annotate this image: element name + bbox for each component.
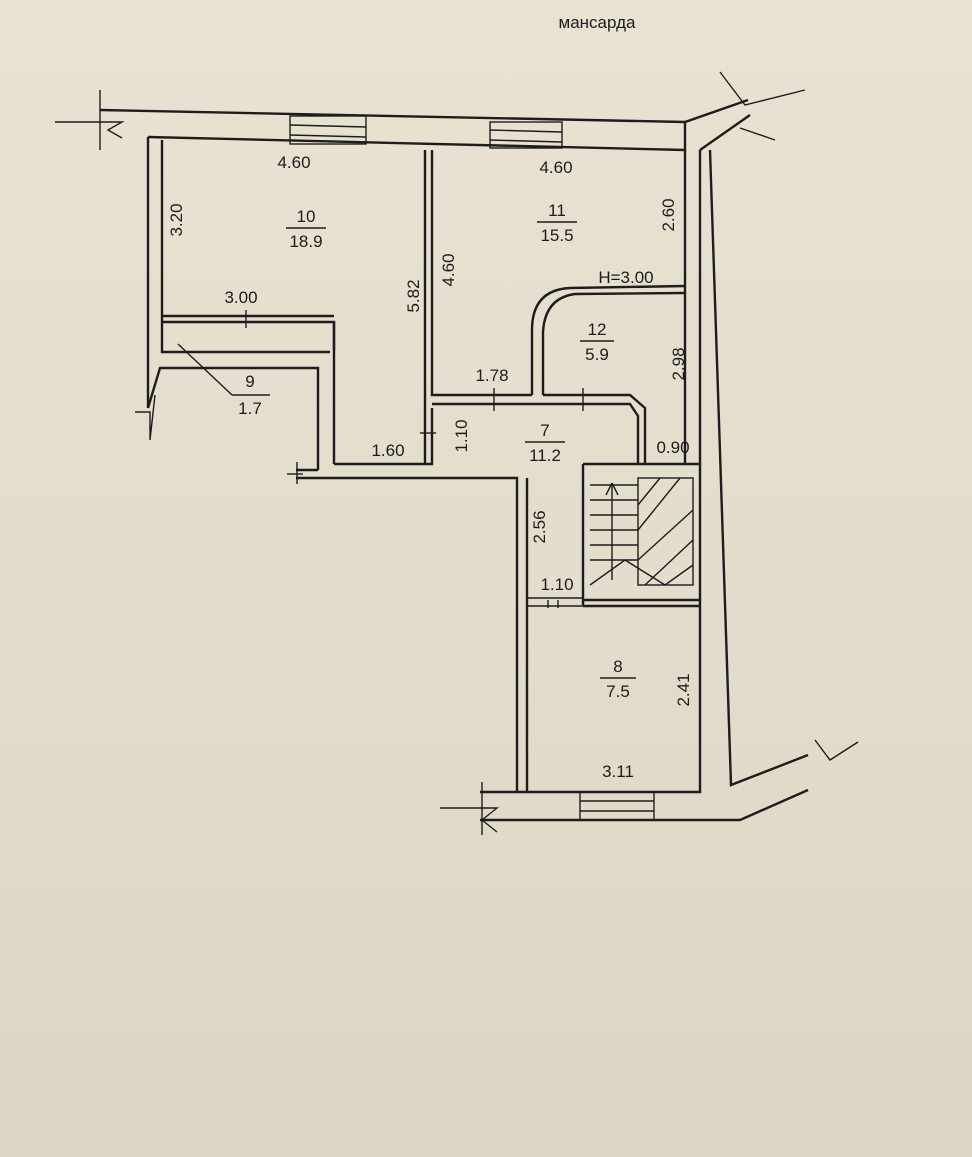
room-7-label: 7 11.2 (525, 421, 565, 465)
dim-room10-depth: 3.20 (167, 203, 186, 236)
dim-room10-length: 5.82 (404, 279, 423, 312)
break-bottom-right (814, 739, 859, 761)
svg-text:18.9: 18.9 (289, 232, 322, 251)
break-left (135, 394, 156, 441)
dim-room8-width: 3.11 (602, 762, 634, 781)
svg-text:11: 11 (548, 201, 566, 220)
window-room8 (579, 791, 655, 821)
room-8-label: 8 7.5 (600, 657, 636, 701)
svg-text:8: 8 (613, 657, 622, 676)
left-wall-inner (160, 140, 330, 354)
svg-text:7.5: 7.5 (606, 682, 630, 701)
svg-text:11.2: 11.2 (529, 446, 561, 465)
dim-room11-length: 4.60 (439, 253, 458, 286)
partition-7-top-2 (543, 393, 647, 464)
dim-room11-depth: 2.60 (659, 198, 678, 231)
right-top-corner (699, 114, 751, 151)
room-12-label: 12 5.9 (580, 320, 614, 364)
outer-walls (99, 98, 809, 822)
dim-room9-width: 3.00 (224, 288, 257, 307)
svg-text:9: 9 (245, 372, 254, 391)
svg-text:1.7: 1.7 (238, 399, 262, 418)
dim-stairs-width: 0.90 (656, 438, 689, 457)
door-ticks (245, 310, 584, 608)
dim-room7-top: 1.78 (475, 366, 508, 385)
top-wall-inner (147, 122, 687, 152)
svg-text:5.9: 5.9 (585, 345, 609, 364)
corridor-wall-outer (296, 476, 519, 792)
dim-room8-depth: 2.41 (674, 673, 693, 706)
dim-corridor-width: 1.60 (371, 441, 404, 460)
partition-7-top (432, 402, 640, 464)
room-9-label: 9 1.7 (177, 343, 270, 418)
svg-text:12: 12 (588, 320, 607, 339)
dim-ceiling-height: H=3.00 (598, 268, 653, 287)
dim-room11-width: 4.60 (539, 158, 572, 177)
room-10-label: 10 18.9 (286, 207, 326, 251)
svg-text:10: 10 (297, 207, 316, 226)
bottom-wall-outer (480, 788, 809, 822)
top-wall-outer (99, 98, 749, 124)
window-room10 (289, 115, 367, 145)
dim-room10-width: 4.60 (277, 153, 310, 172)
svg-text:7: 7 (540, 421, 549, 440)
partitions (162, 150, 700, 608)
windows (289, 115, 655, 821)
door-room8 (527, 597, 583, 607)
dim-door-width: 1.10 (540, 575, 573, 594)
partition-room9-top (162, 320, 336, 350)
room-11-label: 11 15.5 (537, 201, 577, 245)
dim-room7-side: 1.10 (452, 419, 471, 452)
svg-text:15.5: 15.5 (540, 226, 573, 245)
partition-room12-a (530, 284, 686, 395)
break-top-right (719, 71, 806, 106)
room-labels: 10 18.9 11 15.5 12 5.9 9 1.7 7 11.2 8 (177, 201, 636, 701)
bottom-wall-inner (480, 790, 702, 794)
window-room11 (489, 121, 563, 149)
break-top-right-2 (739, 127, 776, 141)
partition-10-11-b (430, 150, 532, 397)
staircase (589, 477, 694, 586)
plan-title: мансарда (559, 13, 636, 32)
dimension-labels: 4.60 4.60 3.20 2.60 5.82 4.60 3.00 H=3.0… (167, 153, 693, 781)
break-bottom-left (440, 807, 499, 833)
right-wall-outer (708, 149, 809, 787)
break-top-left (55, 121, 125, 139)
dim-hall-depth: 2.56 (530, 510, 549, 543)
room9-wall (146, 366, 320, 470)
partition-room12-b (541, 291, 686, 395)
break-symbols (55, 71, 859, 835)
dim-room12-depth: 2.98 (669, 347, 688, 380)
